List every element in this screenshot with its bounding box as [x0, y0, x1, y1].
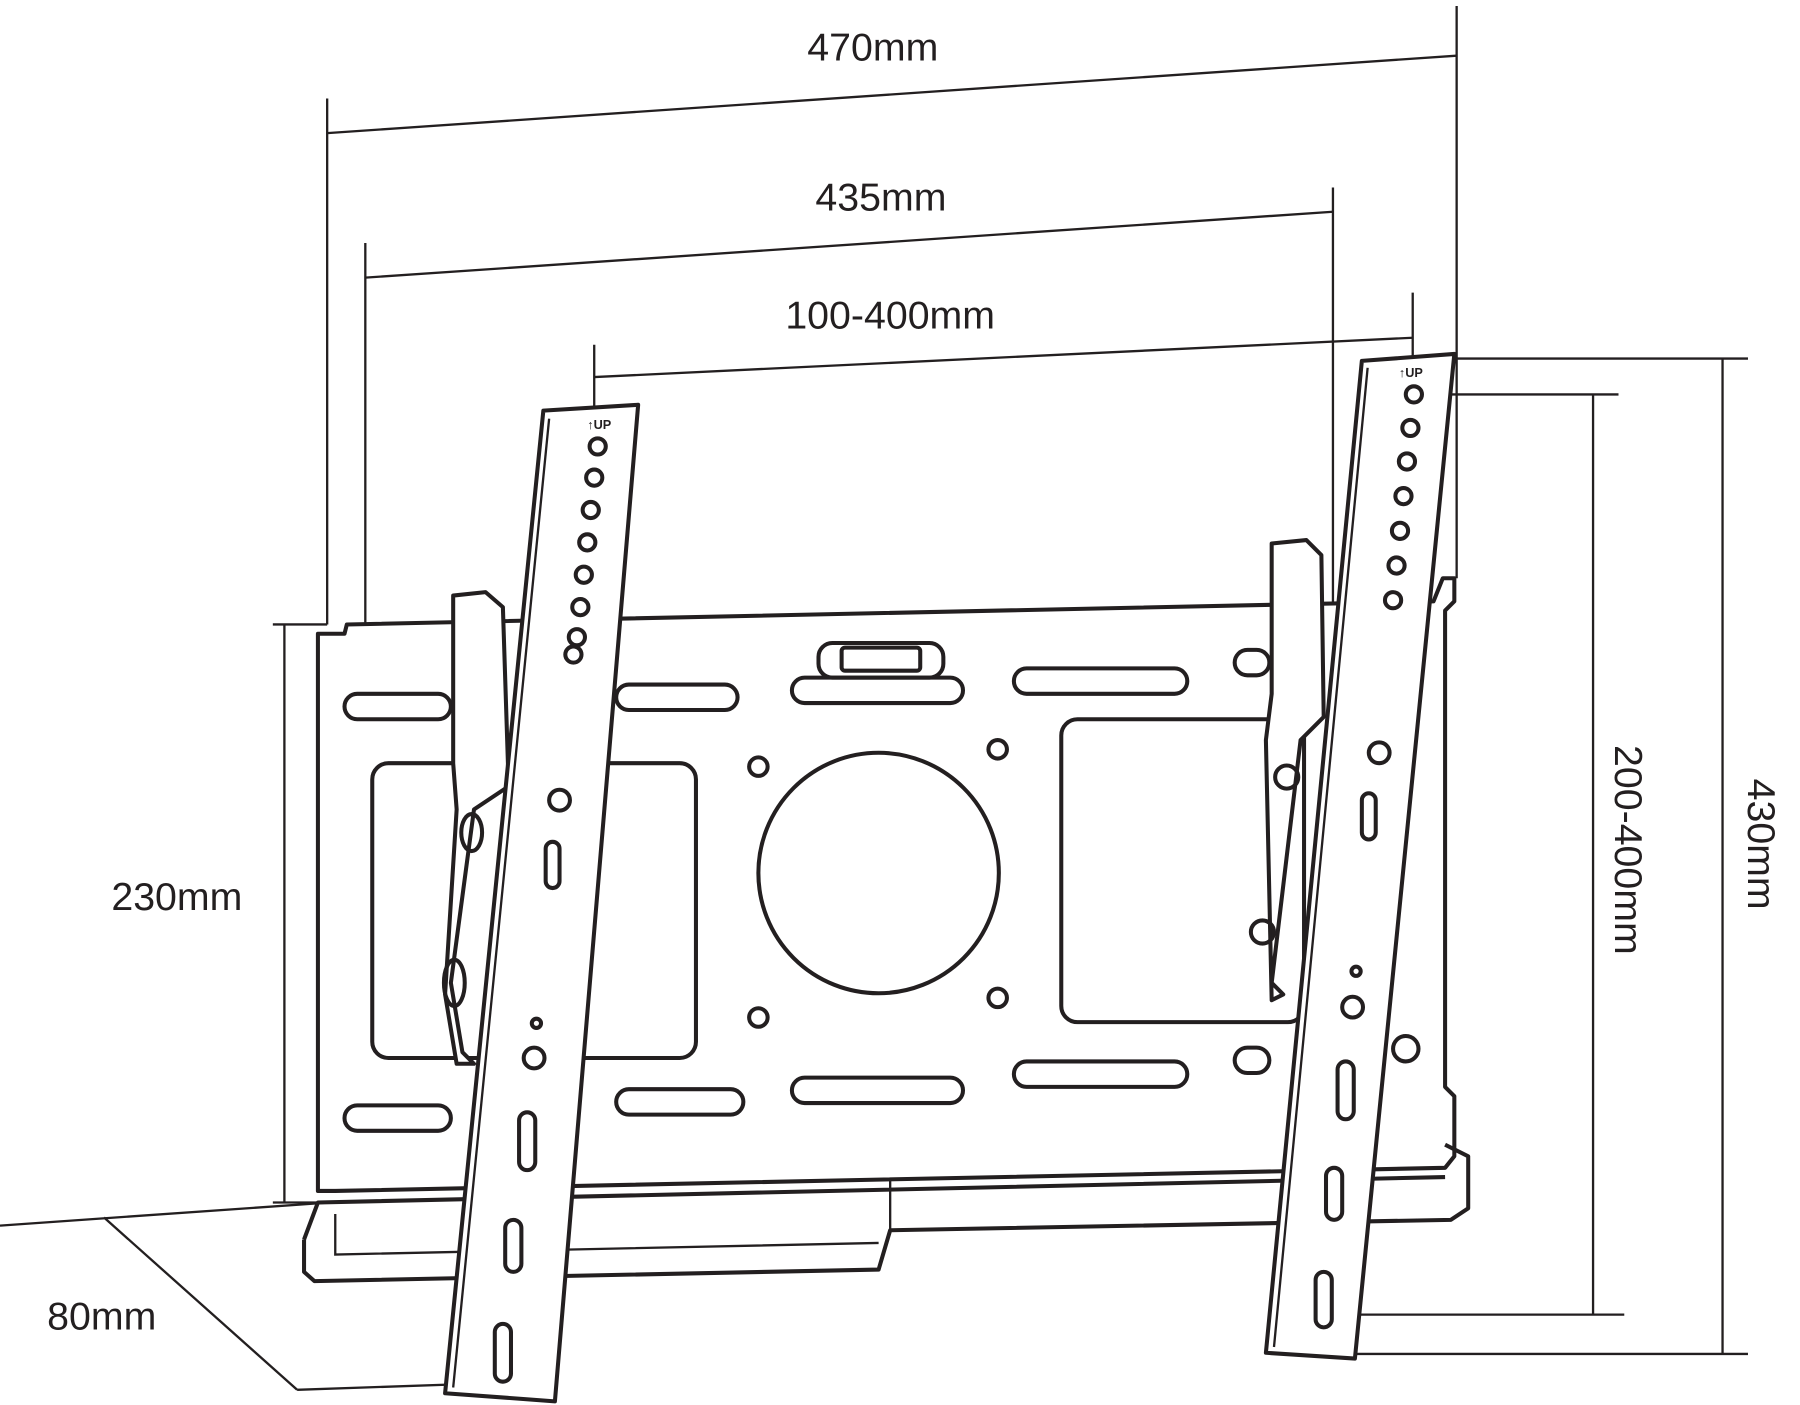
left-arm: ↑UP [443, 402, 641, 1404]
right-arm-up-label: ↑UP [1399, 365, 1424, 380]
right-hook [1248, 538, 1326, 1003]
dimension-435: 435mm [364, 176, 1335, 694]
vesa-vertical-label: 200-400mm [1606, 745, 1650, 955]
overall-height-label: 430mm [1739, 779, 1783, 910]
right-arm-holes [1313, 384, 1424, 1330]
depth-label: 80mm [47, 1295, 156, 1339]
left-hook [441, 590, 511, 1066]
plate-height-label: 230mm [111, 875, 242, 919]
dimension-430: 430mm [1354, 357, 1783, 1356]
dimension-470: 470mm [326, 5, 1458, 625]
dimension-200-400: 200-400mm [1329, 393, 1650, 1316]
overall-width-label: 470mm [807, 25, 938, 69]
vesa-horizontal-label: 100-400mm [785, 294, 995, 338]
dimension-80: 80mm [0, 1201, 500, 1391]
left-arm-up-label: ↑UP [587, 417, 612, 432]
dimension-230: 230mm [111, 623, 328, 1204]
left-arm-holes [492, 436, 608, 1384]
plate-width-label: 435mm [815, 176, 946, 220]
right-arm: ↑UP [1263, 351, 1457, 1361]
dimension-100-400: 100-400mm [593, 292, 1414, 415]
